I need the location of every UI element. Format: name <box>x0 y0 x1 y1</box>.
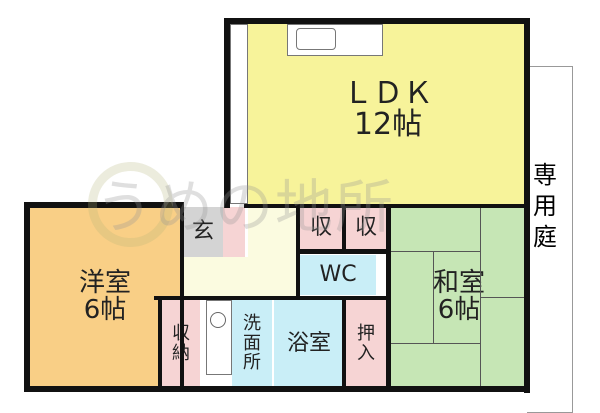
entrance-shoe-box <box>223 207 245 257</box>
wall <box>524 18 530 393</box>
wall <box>224 18 530 24</box>
closet-strip <box>230 24 248 204</box>
room-entrance-label: 玄 <box>191 219 214 245</box>
room-storage-2-label: 収 <box>354 215 377 241</box>
wall <box>296 249 386 254</box>
room-washroom-label: 洗 面 所 <box>243 312 261 374</box>
room-western-label: 洋室 6帖 <box>78 267 131 325</box>
room-japanese: 和室 6帖 <box>391 207 527 387</box>
wall <box>342 207 346 251</box>
watermark-logo <box>88 162 173 247</box>
wall <box>244 204 526 208</box>
hall-upper <box>248 207 298 262</box>
room-ldk-label: ＬＤＫ 12帖 <box>343 75 433 142</box>
private-garden-label: 専 用 庭 <box>533 161 557 252</box>
room-washroom: 洗 面 所 <box>232 300 272 387</box>
tatami-line <box>433 251 434 343</box>
wall <box>154 296 390 300</box>
washbasin-bowl-icon <box>210 312 226 328</box>
tatami-line <box>480 297 527 298</box>
wall <box>158 296 162 387</box>
room-storage-1: 収 <box>300 207 342 249</box>
tatami-line <box>391 343 480 344</box>
room-entrance: 玄 <box>183 207 223 257</box>
room-bath: 浴室 <box>274 300 344 387</box>
wall <box>24 386 530 392</box>
hall <box>183 257 298 297</box>
room-storage-1-label: 収 <box>309 215 332 241</box>
wall <box>24 202 30 392</box>
room-wc: WC <box>300 255 376 295</box>
tatami-line <box>391 251 480 252</box>
sink-icon <box>296 28 336 50</box>
room-wc-label: WC <box>319 262 357 288</box>
room-closet: 押 入 <box>346 300 386 387</box>
room-japanese-label: 和室 6帖 <box>432 267 485 325</box>
room-closet-label: 押 入 <box>357 322 375 364</box>
wall <box>342 300 346 387</box>
room-storage-2: 収 <box>346 207 386 249</box>
wall <box>386 207 391 387</box>
room-bath-label: 浴室 <box>286 330 331 356</box>
wall <box>224 18 230 208</box>
